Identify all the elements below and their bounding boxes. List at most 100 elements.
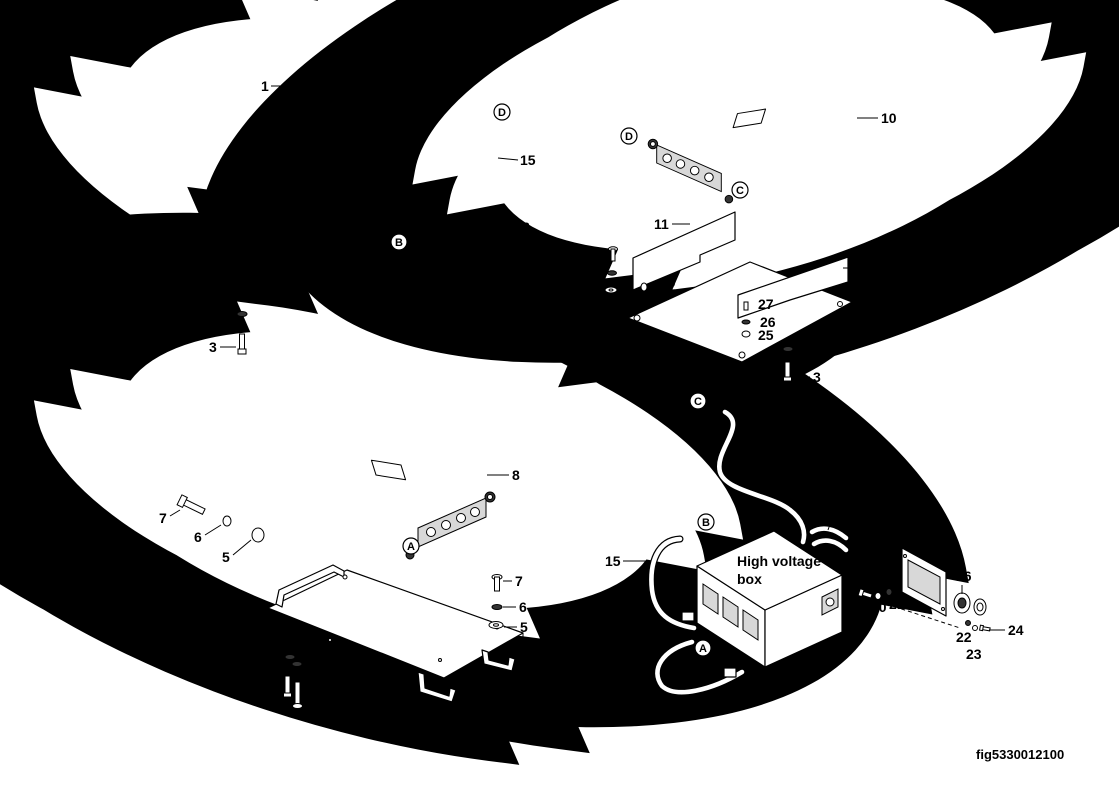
callout-2: 2 bbox=[321, 658, 329, 674]
screw bbox=[979, 624, 991, 632]
leader-lines bbox=[169, 85, 1005, 704]
callout-24: 24 bbox=[1008, 622, 1024, 638]
callout-15: 15 bbox=[605, 553, 621, 569]
callout-15: 15 bbox=[771, 435, 787, 451]
callout-7: 7 bbox=[159, 510, 167, 526]
callout-15: 15 bbox=[614, 657, 630, 673]
svg-text:B: B bbox=[395, 237, 403, 249]
reference-marker-a: A bbox=[402, 537, 420, 555]
washer bbox=[286, 126, 300, 134]
callout-6: 6 bbox=[583, 267, 591, 283]
battery-module-lower bbox=[274, 417, 508, 570]
reference-marker-b: B bbox=[390, 233, 408, 251]
high-voltage-box-label: box bbox=[737, 571, 762, 587]
washer bbox=[236, 311, 248, 317]
washer bbox=[251, 527, 265, 543]
callout-1: 1 bbox=[261, 78, 269, 94]
callout-2: 2 bbox=[209, 306, 217, 322]
bracket bbox=[632, 211, 736, 291]
reference-marker-c: C bbox=[689, 392, 707, 410]
callout-5: 5 bbox=[582, 283, 590, 299]
high-voltage-box: High voltage box bbox=[681, 530, 843, 678]
bolt bbox=[283, 675, 292, 698]
callout-5: 5 bbox=[222, 549, 230, 565]
callout-23: 23 bbox=[966, 646, 982, 662]
bolt bbox=[292, 681, 303, 709]
callout-3: 3 bbox=[254, 683, 262, 699]
washer bbox=[972, 625, 978, 631]
callout-8: 8 bbox=[512, 467, 520, 483]
callout-2: 2 bbox=[813, 341, 821, 357]
callout-17: 17 bbox=[937, 535, 953, 551]
washer bbox=[607, 270, 617, 276]
callout-8: 8 bbox=[522, 219, 530, 235]
bolt bbox=[176, 494, 206, 516]
callout-3: 3 bbox=[813, 369, 821, 385]
bolt bbox=[237, 333, 247, 355]
reference-marker-a: A bbox=[694, 639, 712, 657]
callout-25: 25 bbox=[758, 327, 774, 343]
callout-16: 16 bbox=[827, 496, 843, 512]
callout-2: 2 bbox=[261, 106, 269, 122]
washer bbox=[965, 620, 971, 626]
callout-3: 3 bbox=[209, 339, 217, 355]
callout-15: 15 bbox=[520, 152, 536, 168]
reference-marker-d: D bbox=[620, 127, 638, 145]
callout-12: 12 bbox=[660, 278, 676, 294]
mounting-plate bbox=[267, 564, 524, 703]
nut bbox=[640, 282, 648, 292]
connector-plate bbox=[901, 547, 947, 617]
washer bbox=[491, 604, 503, 610]
reference-marker-d: D bbox=[493, 103, 511, 121]
washer bbox=[284, 654, 296, 660]
callout-20: 20 bbox=[871, 599, 887, 615]
high-voltage-box-label: High voltage bbox=[737, 553, 821, 569]
callout-27: 27 bbox=[758, 296, 774, 312]
bracket bbox=[737, 256, 849, 319]
callout-22: 22 bbox=[956, 629, 972, 645]
callout-26: 26 bbox=[760, 314, 776, 330]
callout-5: 5 bbox=[520, 619, 528, 635]
callout-4: 4 bbox=[228, 598, 236, 614]
svg-text:B: B bbox=[702, 517, 710, 529]
module-frame bbox=[265, 242, 507, 416]
figure-id: fig5330012100 bbox=[976, 747, 1064, 762]
hv-cable bbox=[653, 638, 746, 696]
callout-13: 13 bbox=[866, 260, 882, 276]
callout-16: 16 bbox=[956, 568, 972, 584]
callout-10: 10 bbox=[881, 110, 897, 126]
callout-18: 18 bbox=[249, 122, 265, 138]
callout-7: 7 bbox=[584, 246, 592, 262]
stud bbox=[743, 301, 749, 311]
washer bbox=[741, 319, 751, 325]
washer bbox=[222, 515, 232, 527]
callout-7: 7 bbox=[515, 573, 523, 589]
bolt bbox=[289, 77, 301, 104]
bolt bbox=[783, 361, 792, 382]
nut bbox=[741, 330, 751, 338]
callout-2: 2 bbox=[260, 649, 268, 665]
svg-text:D: D bbox=[625, 131, 633, 143]
hv-connector bbox=[953, 592, 987, 616]
washer bbox=[874, 592, 882, 600]
hv-cable bbox=[647, 535, 698, 632]
washer bbox=[291, 661, 303, 667]
svg-text:C: C bbox=[694, 396, 702, 408]
bolt bbox=[608, 246, 618, 262]
bolt bbox=[491, 574, 503, 592]
svg-text:C: C bbox=[736, 185, 744, 197]
washer bbox=[782, 346, 794, 352]
callout-11: 11 bbox=[654, 216, 669, 232]
nut bbox=[885, 588, 893, 596]
screw bbox=[857, 588, 873, 599]
callout-9: 9 bbox=[528, 318, 536, 334]
hv-cable bbox=[715, 408, 808, 546]
reference-marker-c: C bbox=[731, 181, 749, 199]
callout-19: 19 bbox=[856, 613, 872, 629]
svg-text:A: A bbox=[699, 643, 707, 655]
callouts: 1 2 18 15 8 2 9 3 8 7 6 5 4 7 6 5 2 2 3 … bbox=[159, 78, 1024, 711]
callout-14: 14 bbox=[862, 305, 878, 321]
reference-marker-b: B bbox=[697, 513, 715, 531]
callout-6: 6 bbox=[519, 599, 527, 615]
